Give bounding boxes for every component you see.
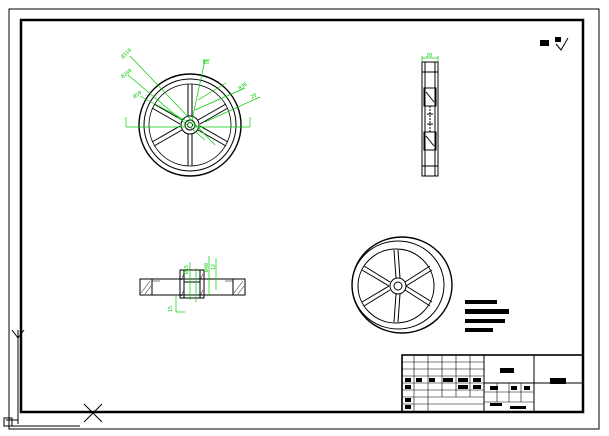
drawing-frame: [19, 18, 585, 414]
iso-view-wheel[interactable]: [351, 236, 453, 334]
section-dim-3: 12: [211, 264, 217, 270]
sheet-outer-border: [8, 8, 600, 430]
section-view-wheel[interactable]: [139, 269, 246, 299]
section-dim-1: Ø15: [183, 265, 190, 274]
section-dim-2: Ø40: [203, 263, 210, 272]
dim-label-1: Ø310: [120, 47, 133, 60]
dim-label-3: Ø50: [132, 89, 143, 100]
title-block-text: [405, 368, 566, 409]
dim-label-5: R30: [238, 82, 249, 92]
title-block: [401, 354, 584, 413]
side-view-dim-label: 20: [426, 53, 432, 59]
dim-label-4: R5: [203, 60, 209, 66]
section-view-dim-text: Ø15 Ø40 12 15: [168, 263, 217, 312]
side-view-wheel[interactable]: [421, 61, 439, 177]
technical-notes: [465, 300, 509, 332]
front-view-dimensions: [125, 55, 261, 146]
side-view-dimension: [421, 56, 439, 62]
section-view-dimensions: [175, 256, 217, 313]
ucs-axis-icon: [3, 329, 103, 427]
surface-finish-icon: [540, 37, 569, 51]
front-view-wheel[interactable]: [138, 73, 242, 177]
section-dim-4: 15: [168, 306, 174, 312]
dim-label-6: 20: [250, 92, 258, 100]
